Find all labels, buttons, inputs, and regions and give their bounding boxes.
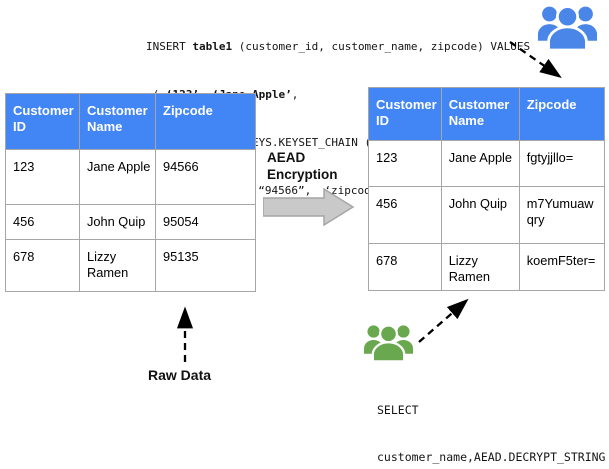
dashed-arrow-select-to-table bbox=[418, 298, 469, 343]
table-row: 678 Lizzy Ramen koemF5ter= bbox=[368, 243, 605, 291]
column-header: Customer ID bbox=[368, 87, 442, 141]
table-cell: 456 bbox=[5, 204, 80, 240]
table-cell: John Quip bbox=[79, 204, 156, 240]
table-cell: 678 bbox=[368, 243, 442, 291]
header-row: Customer ID Customer Name Zipcode bbox=[5, 93, 256, 150]
column-header: Customer Name bbox=[440, 87, 520, 141]
table-row: 123 Jane Apple 94566 bbox=[5, 149, 256, 205]
table-row: 456 John Quip m7Yumuawqry bbox=[368, 186, 605, 244]
table-cell: 678 bbox=[5, 239, 80, 292]
header-row: Customer ID Customer Name Zipcode bbox=[368, 87, 605, 141]
dashed-arrow-insert-to-table bbox=[509, 41, 562, 78]
table-cell: Jane Apple bbox=[79, 149, 156, 205]
table-cell: 95054 bbox=[155, 204, 256, 240]
column-header: Customer Name bbox=[79, 93, 156, 150]
dashed-arrow-raw-data bbox=[176, 306, 194, 362]
table-cell: 123 bbox=[5, 149, 80, 205]
code-line: SELECT bbox=[377, 403, 419, 418]
column-header: Customer ID bbox=[5, 93, 80, 150]
users-group-icon bbox=[537, 2, 598, 50]
select-query-code: SELECT customer_name,AEAD.DECRYPT_STRING… bbox=[377, 372, 605, 469]
column-header: Zipcode bbox=[518, 87, 605, 141]
table-cell: 456 bbox=[368, 186, 442, 244]
column-header: Zipcode bbox=[155, 93, 256, 150]
table-cell: fgtyjjllo= bbox=[518, 140, 605, 187]
users-group-icon bbox=[364, 320, 413, 363]
aead-encryption-label: AEAD Encryption bbox=[267, 150, 338, 182]
encrypted-table: Customer ID Customer Name Zipcode 123 Ja… bbox=[368, 87, 605, 291]
plaintext-table: Customer ID Customer Name Zipcode 123 Ja… bbox=[5, 93, 256, 292]
table-cell: Lizzy Ramen bbox=[440, 243, 520, 291]
table-cell: m7Yumuawqry bbox=[518, 186, 605, 244]
table-cell: Jane Apple bbox=[440, 140, 520, 187]
table-row: 678 Lizzy Ramen 95135 bbox=[5, 239, 256, 292]
table-row: 123 Jane Apple fgtyjjllo= bbox=[368, 140, 605, 187]
code-line: customer_name,AEAD.DECRYPT_STRING bbox=[377, 449, 606, 464]
table-cell: 123 bbox=[368, 140, 442, 187]
table-cell: 95135 bbox=[155, 239, 256, 292]
table-cell: John Quip bbox=[440, 186, 520, 244]
raw-data-label: Raw Data bbox=[148, 367, 212, 383]
table-cell: koemF5ter= bbox=[518, 243, 605, 291]
code-line: INSERT table1 (customer_id, customer_nam… bbox=[146, 40, 531, 53]
table-row: 456 John Quip 95054 bbox=[5, 204, 256, 240]
table-cell: 94566 bbox=[155, 149, 256, 205]
block-arrow-right bbox=[263, 188, 355, 226]
table-cell: Lizzy Ramen bbox=[79, 239, 156, 292]
